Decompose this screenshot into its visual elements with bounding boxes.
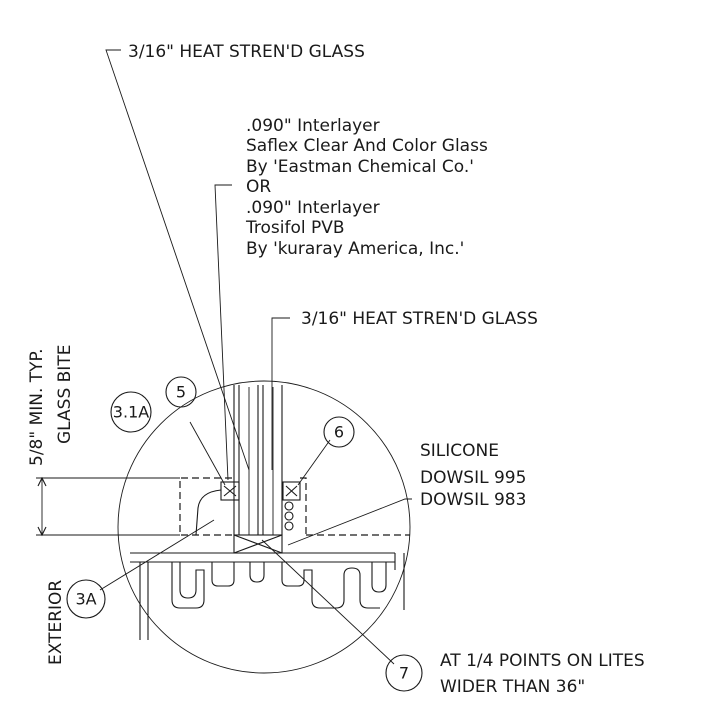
- interior-gasket: [282, 477, 307, 535]
- callout-6-label: 6: [334, 423, 344, 442]
- setting-block-note-line1: AT 1/4 POINTS ON LITES: [440, 651, 645, 671]
- silicone-note-line1: SILICONE: [420, 441, 499, 461]
- silicone-note-line3: DOWSIL 983: [420, 490, 526, 510]
- dimension-line: [37, 476, 47, 537]
- interlayer-note-line1: .090" Interlayer: [246, 116, 380, 136]
- setting-block-note-line2: WIDER THAN 36": [440, 677, 585, 697]
- exterior-gasket: [179, 477, 240, 536]
- glass-bite-label: GLASS BITE: [55, 345, 75, 444]
- silicone-note-line2: DOWSIL 995: [420, 468, 526, 488]
- frame-extrusion: [130, 552, 405, 640]
- interlayer-note-line4: OR: [246, 177, 271, 197]
- setting-block-note: AT 1/4 POINTS ON LITES WIDER THAN 36": [440, 651, 645, 697]
- leader-lines: [99, 49, 412, 665]
- callout-5: 5: [165, 376, 197, 408]
- callout-7-label: 7: [399, 664, 409, 683]
- interlayer-note-line6: Trosifol PVB: [245, 218, 345, 238]
- interlayer-note-line7: By 'kuraray America, Inc.': [246, 239, 464, 259]
- callout-7: 7: [385, 654, 423, 692]
- exterior-label: EXTERIOR: [46, 580, 66, 665]
- callout-3a-label: 3A: [75, 590, 96, 609]
- callout-3-1a-label: 3.1A: [113, 403, 149, 422]
- interlayer-note-line3: By 'Eastman Chemical Co.': [246, 157, 474, 177]
- interlayer-note-line2: Saflex Clear And Color Glass: [246, 136, 488, 156]
- silicone-note: SILICONE DOWSIL 995 DOWSIL 983: [420, 441, 526, 510]
- callout-5-label: 5: [176, 383, 186, 402]
- dimension-label: 5/8" MIN. TYP.: [27, 348, 47, 466]
- inner-glass-note: 3/16" HEAT STREN'D GLASS: [301, 309, 538, 329]
- callout-3a: 3A: [66, 579, 106, 619]
- callout-6: 6: [323, 416, 355, 448]
- interlayer-note-line5: .090" Interlayer: [246, 198, 380, 218]
- glass-lites: [233, 385, 283, 535]
- detail-circle: [117, 380, 411, 674]
- top-glass-note: 3/16" HEAT STREN'D GLASS: [128, 42, 365, 62]
- setting-block: [233, 534, 283, 554]
- interlayer-note: .090" Interlayer Saflex Clear And Color …: [245, 116, 488, 259]
- callout-3-1a: 3.1A: [110, 391, 152, 433]
